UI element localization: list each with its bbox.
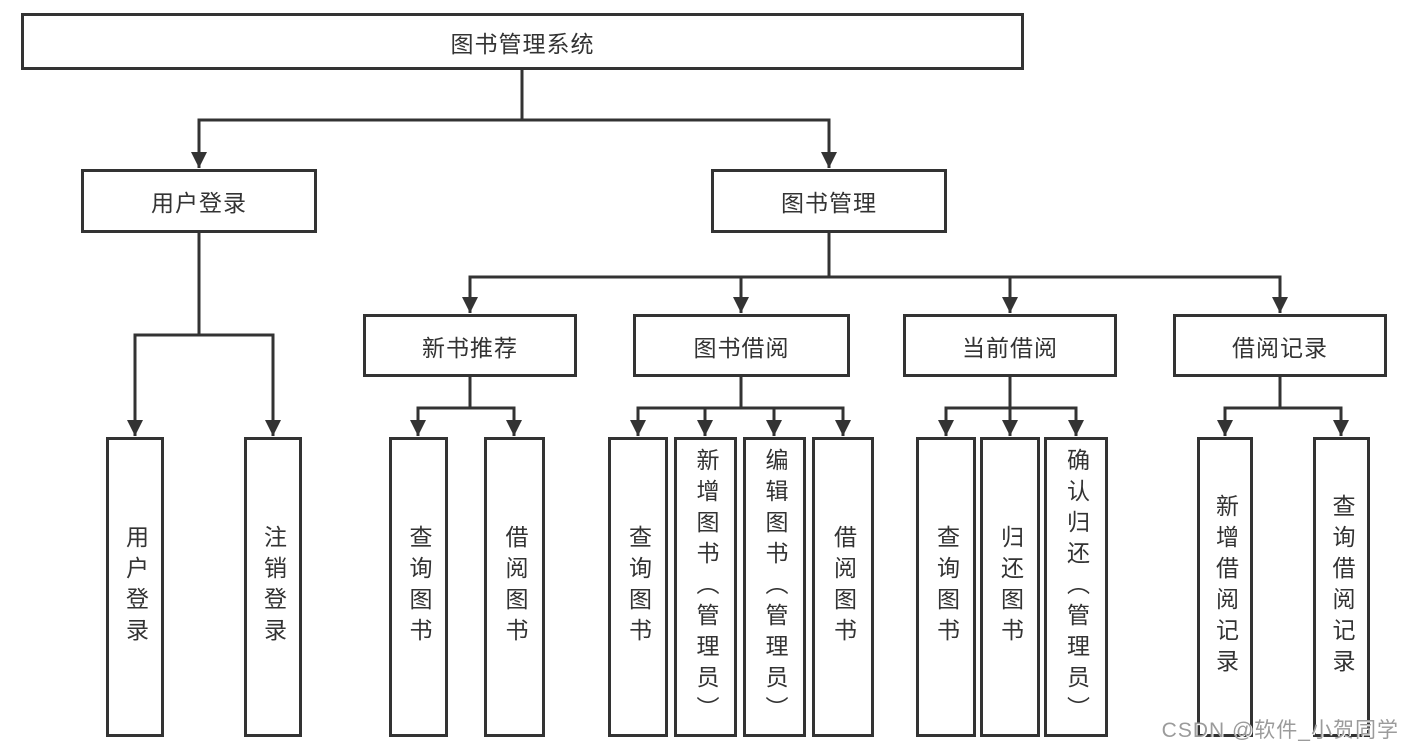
node-label: 用户登录: [151, 190, 247, 216]
leaf-return-books: 归还图书: [980, 437, 1040, 737]
leaf-confirm-return-admin: 确认归还（管理员）: [1044, 437, 1108, 737]
leaf-logout: 注销登录: [244, 437, 302, 737]
node-label: 借阅图书: [830, 525, 857, 649]
node-label: 新增借阅记录: [1212, 494, 1239, 680]
node-current-borrowing: 当前借阅: [903, 314, 1117, 377]
leaf-recommend-borrow-books: 借阅图书: [484, 437, 545, 737]
leaf-borrowing-borrow-books: 借阅图书: [812, 437, 874, 737]
node-book-management: 图书管理: [711, 169, 947, 233]
node-new-book-recommendation: 新书推荐: [363, 314, 577, 377]
node-book-borrowing: 图书借阅: [633, 314, 850, 377]
csdn-watermark: CSDN @软件_小贺同学: [1161, 719, 1399, 742]
leaf-user-login: 用户登录: [106, 437, 164, 737]
leaf-query-borrow-record: 查询借阅记录: [1313, 437, 1370, 737]
leaf-add-borrow-record: 新增借阅记录: [1197, 437, 1253, 737]
node-label: 归还图书: [997, 525, 1024, 649]
node-label: 借阅记录: [1232, 334, 1328, 361]
node-label: 编辑图书（管理员）: [762, 447, 788, 727]
node-label: 查询图书: [933, 525, 960, 649]
node-label: 借阅图书: [502, 525, 528, 649]
leaf-recommend-query-books: 查询图书: [389, 437, 448, 737]
node-label: 用户登录: [122, 525, 149, 649]
node-label: 注销登录: [260, 525, 287, 649]
node-label: 新增图书（管理员）: [693, 447, 719, 727]
node-user-login: 用户登录: [81, 169, 317, 233]
node-label: 图书管理系统: [450, 30, 595, 57]
leaf-borrowing-query-books: 查询图书: [608, 437, 668, 737]
node-label: 新书推荐: [422, 334, 518, 361]
leaf-add-books-admin: 新增图书（管理员）: [674, 437, 737, 737]
node-library-management-system: 图书管理系统: [21, 13, 1024, 70]
leaf-edit-books-admin: 编辑图书（管理员）: [743, 437, 806, 737]
node-label: 当前借阅: [962, 334, 1058, 361]
node-label: 查询图书: [406, 525, 432, 649]
node-borrowing-records: 借阅记录: [1173, 314, 1387, 377]
node-label: 查询图书: [625, 525, 652, 649]
node-label: 图书借阅: [693, 334, 790, 361]
node-label: 图书管理: [781, 190, 877, 216]
node-label: 查询借阅记录: [1329, 494, 1355, 680]
node-label: 确认归还（管理员）: [1063, 447, 1090, 727]
leaf-current-query-books: 查询图书: [916, 437, 976, 737]
